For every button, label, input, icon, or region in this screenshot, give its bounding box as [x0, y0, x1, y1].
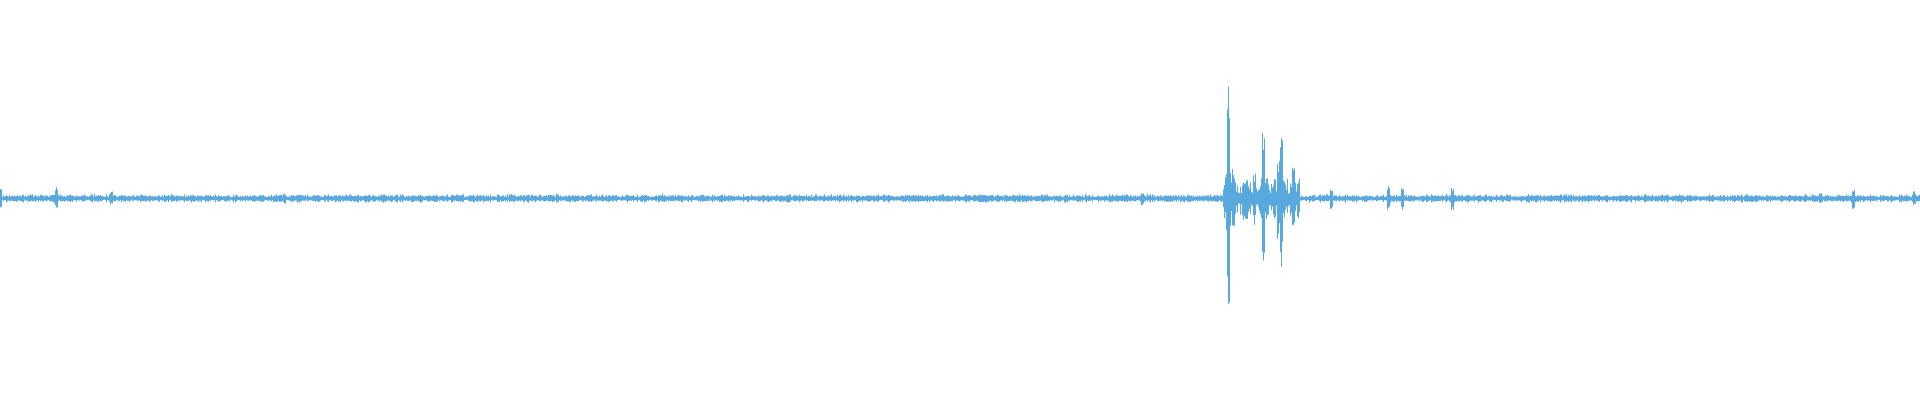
waveform-trace — [0, 86, 1920, 304]
